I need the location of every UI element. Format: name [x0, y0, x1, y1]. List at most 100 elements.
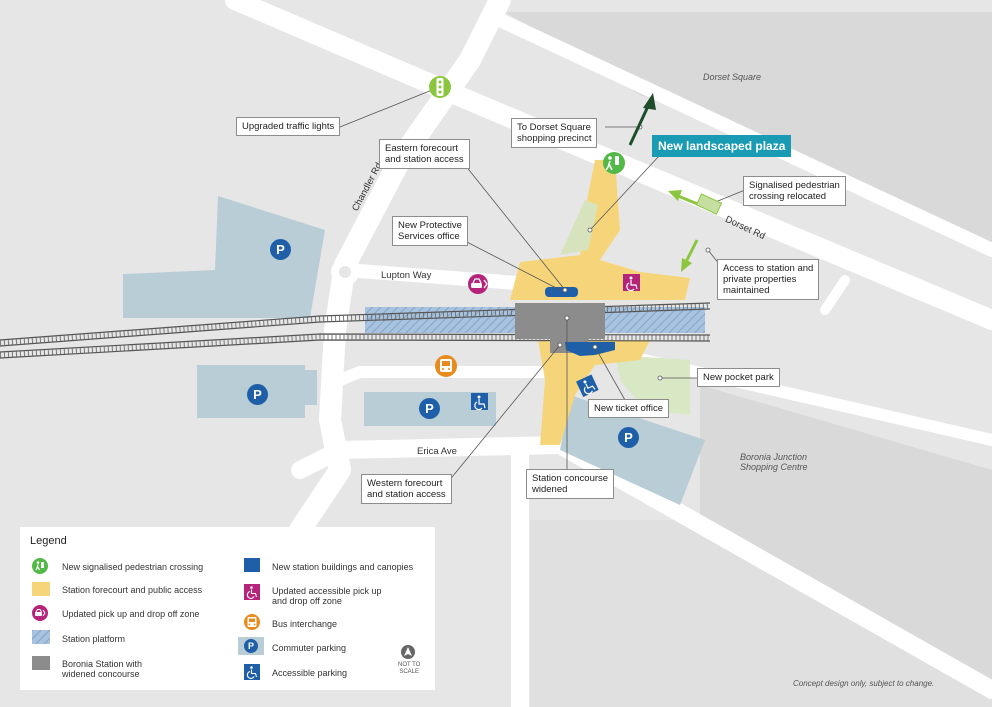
parking-area-north-west: [123, 196, 325, 318]
callout-station-access-line1: Access to station and: [723, 263, 814, 274]
chandler-road: [289, 0, 511, 541]
legend-label-accessible-parking: Accessible parking: [272, 668, 348, 678]
legend-label-forecourt: Station forecourt and public access: [62, 585, 203, 595]
road-label-erica: Erica Ave: [417, 446, 457, 457]
legend-commuter-parking-swatch: [238, 637, 264, 655]
legend-label-commuter: Commuter parking: [272, 643, 347, 653]
parking-area-south-east: [560, 395, 705, 505]
legend-forecourt-swatch: [32, 582, 50, 596]
pocket-park-area: [615, 355, 690, 415]
area-label-junction: Boronia Junction Shopping Centre: [740, 452, 808, 472]
callout-ticket-office-text: New ticket office: [594, 403, 663, 414]
north-arrow-icon: [401, 645, 415, 659]
pedestrian-signal-icon: [603, 152, 625, 174]
callout-pedestrian-crossing: Signalised pedestrian crossing relocated: [743, 176, 846, 206]
parking-icon: P: [618, 427, 639, 448]
legend-label-concourse-line2: widened concourse: [62, 669, 140, 679]
callout-station-access-line3: maintained: [723, 285, 770, 296]
junction-block: [700, 385, 992, 690]
callout-eastern-forecourt: Eastern forecourt and station access: [379, 139, 470, 169]
legend-pickup-car-icon: [32, 605, 48, 621]
callout-pedestrian-crossing-line2: crossing relocated: [749, 191, 827, 202]
legend-accessible-parking-icon: [244, 664, 260, 680]
legend-label-accessible-pickup-line1: Updated accessible pick up: [272, 586, 382, 596]
bus-icon: [435, 355, 457, 377]
callout-station-concourse-line1: Station concourse: [532, 473, 609, 484]
legend-pedestrian-signal-icon: [32, 558, 48, 574]
top-road: [225, 0, 992, 330]
callout-dorset-precinct: To Dorset Square shopping precinct: [511, 118, 598, 148]
accessible-parking-icon: [576, 374, 599, 398]
legend-label-pickup: Updated pick up and drop off zone: [62, 609, 200, 619]
callout-protective-services: New Protective Services office: [392, 216, 468, 246]
callout-western-forecourt-line1: Western forecourt: [367, 478, 443, 489]
callout-station-access-line2: private properties: [723, 274, 797, 285]
relocated-crossing-arrow-icon: [668, 190, 723, 215]
legend-label-ped-crossing: New signalised pedestrian crossing: [62, 562, 204, 572]
parking-icon: P: [419, 398, 440, 419]
legend-label-bus: Bus interchange: [272, 619, 338, 629]
road-label-lupton: Lupton Way: [381, 270, 432, 281]
callout-pocket-park-text: New pocket park: [703, 372, 774, 383]
ticket-office-building: [565, 342, 615, 356]
legend-bus-icon: [244, 614, 260, 630]
dorset-square-arrow-icon: [628, 93, 656, 146]
callout-traffic-lights: Upgraded traffic lights: [236, 117, 341, 136]
accessible-parking-icon: [471, 393, 488, 411]
callout-eastern-forecourt-line2: and station access: [385, 154, 464, 165]
access-arrow-icon: [681, 239, 699, 272]
station-concourse: [515, 303, 605, 339]
traffic-light-icon: [429, 76, 451, 98]
legend-scale-note-line1: NOT TO: [398, 662, 421, 668]
legend-label-accessible-pickup: Updated accessible pick up and drop off …: [272, 586, 382, 606]
pickup-car-icon: [468, 274, 488, 294]
legend-scale-note: NOT TO SCALE: [398, 662, 420, 676]
callout-western-forecourt: Western forecourt and station access: [361, 474, 452, 504]
legend-label-concourse-line1: Boronia Station with: [62, 659, 143, 669]
callout-landscaped-plaza: New landscaped plaza: [652, 135, 792, 157]
parking-icon: P: [247, 384, 268, 405]
legend-panel: Legend New signalised pedestrian crossin…: [20, 527, 435, 690]
landscaped-plaza-area: [560, 200, 598, 255]
legend-concourse-swatch: [32, 656, 50, 670]
callout-station-concourse: Station concourse widened: [526, 469, 615, 499]
callout-dorset-precinct-line2: shopping precinct: [517, 133, 592, 144]
lower-diagonal: [551, 436, 992, 699]
callout-ticket-office: New ticket office: [588, 399, 669, 418]
erica-ave: [291, 436, 569, 479]
callout-traffic-lights-text: Upgraded traffic lights: [242, 121, 335, 132]
callout-station-concourse-line2: widened: [532, 484, 568, 495]
callout-pocket-park: New pocket park: [697, 368, 780, 387]
callout-protective-services-line2: Services office: [398, 231, 460, 242]
western-forecourt: [538, 340, 650, 445]
area-label-junction-line1: Boronia Junction: [740, 452, 808, 462]
roundabout-island: [339, 266, 351, 278]
legend-platform-swatch: [32, 630, 50, 644]
area-label-dorset-square: Dorset Square: [703, 72, 762, 82]
lower-right-block: [530, 520, 992, 707]
legend-label-concourse: Boronia Station with widened concourse: [62, 659, 142, 679]
legend-label-platform: Station platform: [62, 634, 126, 644]
legend-label-accessible-pickup-line2: and drop off zone: [272, 596, 342, 606]
callout-eastern-forecourt-line1: Eastern forecourt: [385, 143, 458, 154]
parking-icon: P: [270, 239, 291, 260]
callout-lines: [339, 89, 746, 483]
legend-scale-note-line2: SCALE: [399, 669, 420, 675]
side-lane: [820, 275, 850, 315]
lupton-way: [338, 263, 547, 292]
eastern-forecourt: [510, 160, 690, 300]
accessible-pickup-icon: [623, 274, 640, 292]
protective-services-building: [545, 287, 578, 297]
legend-buildings-swatch: [244, 558, 260, 572]
callout-dorset-precinct-line1: To Dorset Square: [517, 122, 591, 133]
concept-note: Concept design only, subject to change.: [793, 679, 935, 688]
legend-accessible-pickup-icon: [244, 584, 260, 600]
legend-label-buildings: New station buildings and canopies: [272, 562, 414, 572]
callout-western-forecourt-line2: and station access: [367, 489, 446, 500]
callout-protective-services-line1: New Protective: [398, 220, 462, 231]
legend-title: Legend: [30, 535, 67, 547]
parking-area-west-ext: [305, 370, 317, 405]
callout-pedestrian-crossing-line1: Signalised pedestrian: [749, 180, 840, 191]
